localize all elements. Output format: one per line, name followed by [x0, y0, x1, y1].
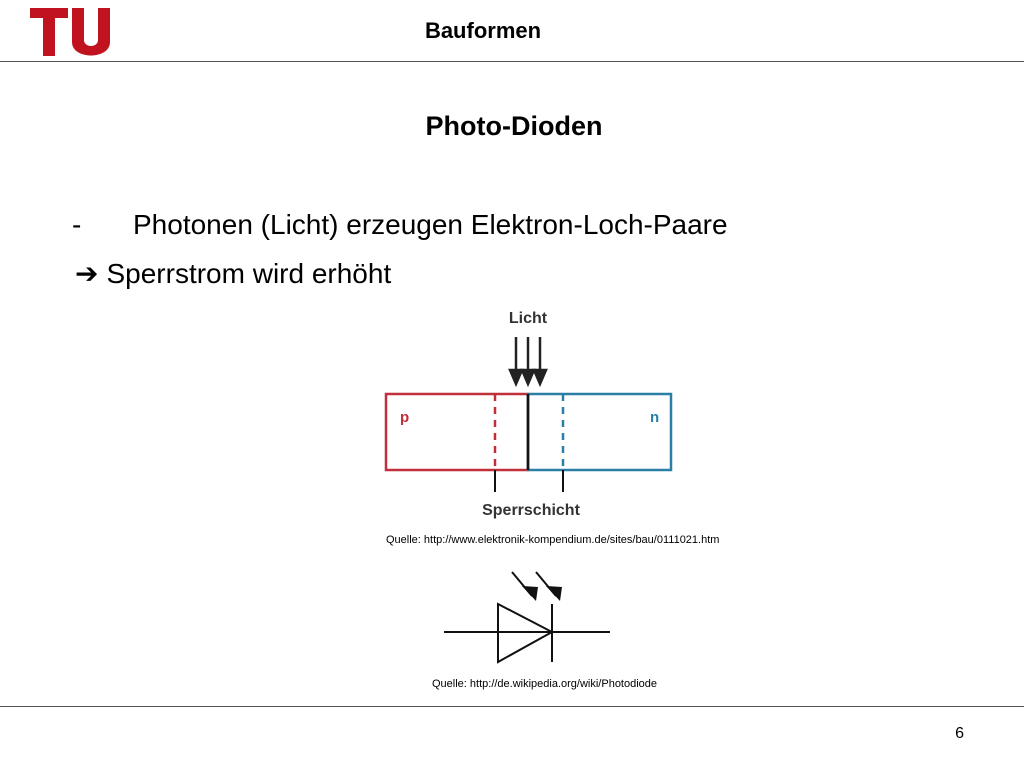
p-region — [384, 392, 530, 472]
bullet-text-photons: Photonen (Licht) erzeugen Elektron-Loch-… — [133, 209, 728, 240]
light-arrows-icon — [508, 337, 548, 388]
header-title: Bauformen — [424, 18, 542, 43]
arrow-right-icon: ➔ — [75, 258, 99, 289]
tu-berlin-logo: berlin — [30, 8, 110, 56]
photodiode-symbol-icon — [444, 571, 610, 664]
diagram-source: Quelle: http://www.elektronik-kompendium… — [386, 534, 720, 546]
symbol-source: Quelle: http://de.wikipedia.org/wiki/Pho… — [432, 678, 658, 690]
page-number: 6 — [955, 725, 964, 742]
p-label: p — [400, 409, 409, 426]
junction-label: Sperrschicht — [482, 502, 580, 519]
n-region — [526, 392, 673, 472]
bullet-text-reverse-current: Sperrstrom wird erhöht — [106, 258, 392, 289]
slide-title: Photo-Dioden — [425, 111, 603, 141]
logo-text: berlin — [89, 14, 98, 36]
light-label: Licht — [509, 310, 548, 327]
header-divider — [0, 61, 1024, 62]
bullet-dash: - — [72, 209, 82, 240]
bullet-arrow-line: ➔Sperrstrom wird erhöht — [75, 257, 391, 290]
pn-junction-diagram: Licht p n Sperrschicht — [384, 310, 673, 519]
n-label: n — [650, 409, 659, 426]
footer-divider — [0, 706, 1024, 707]
